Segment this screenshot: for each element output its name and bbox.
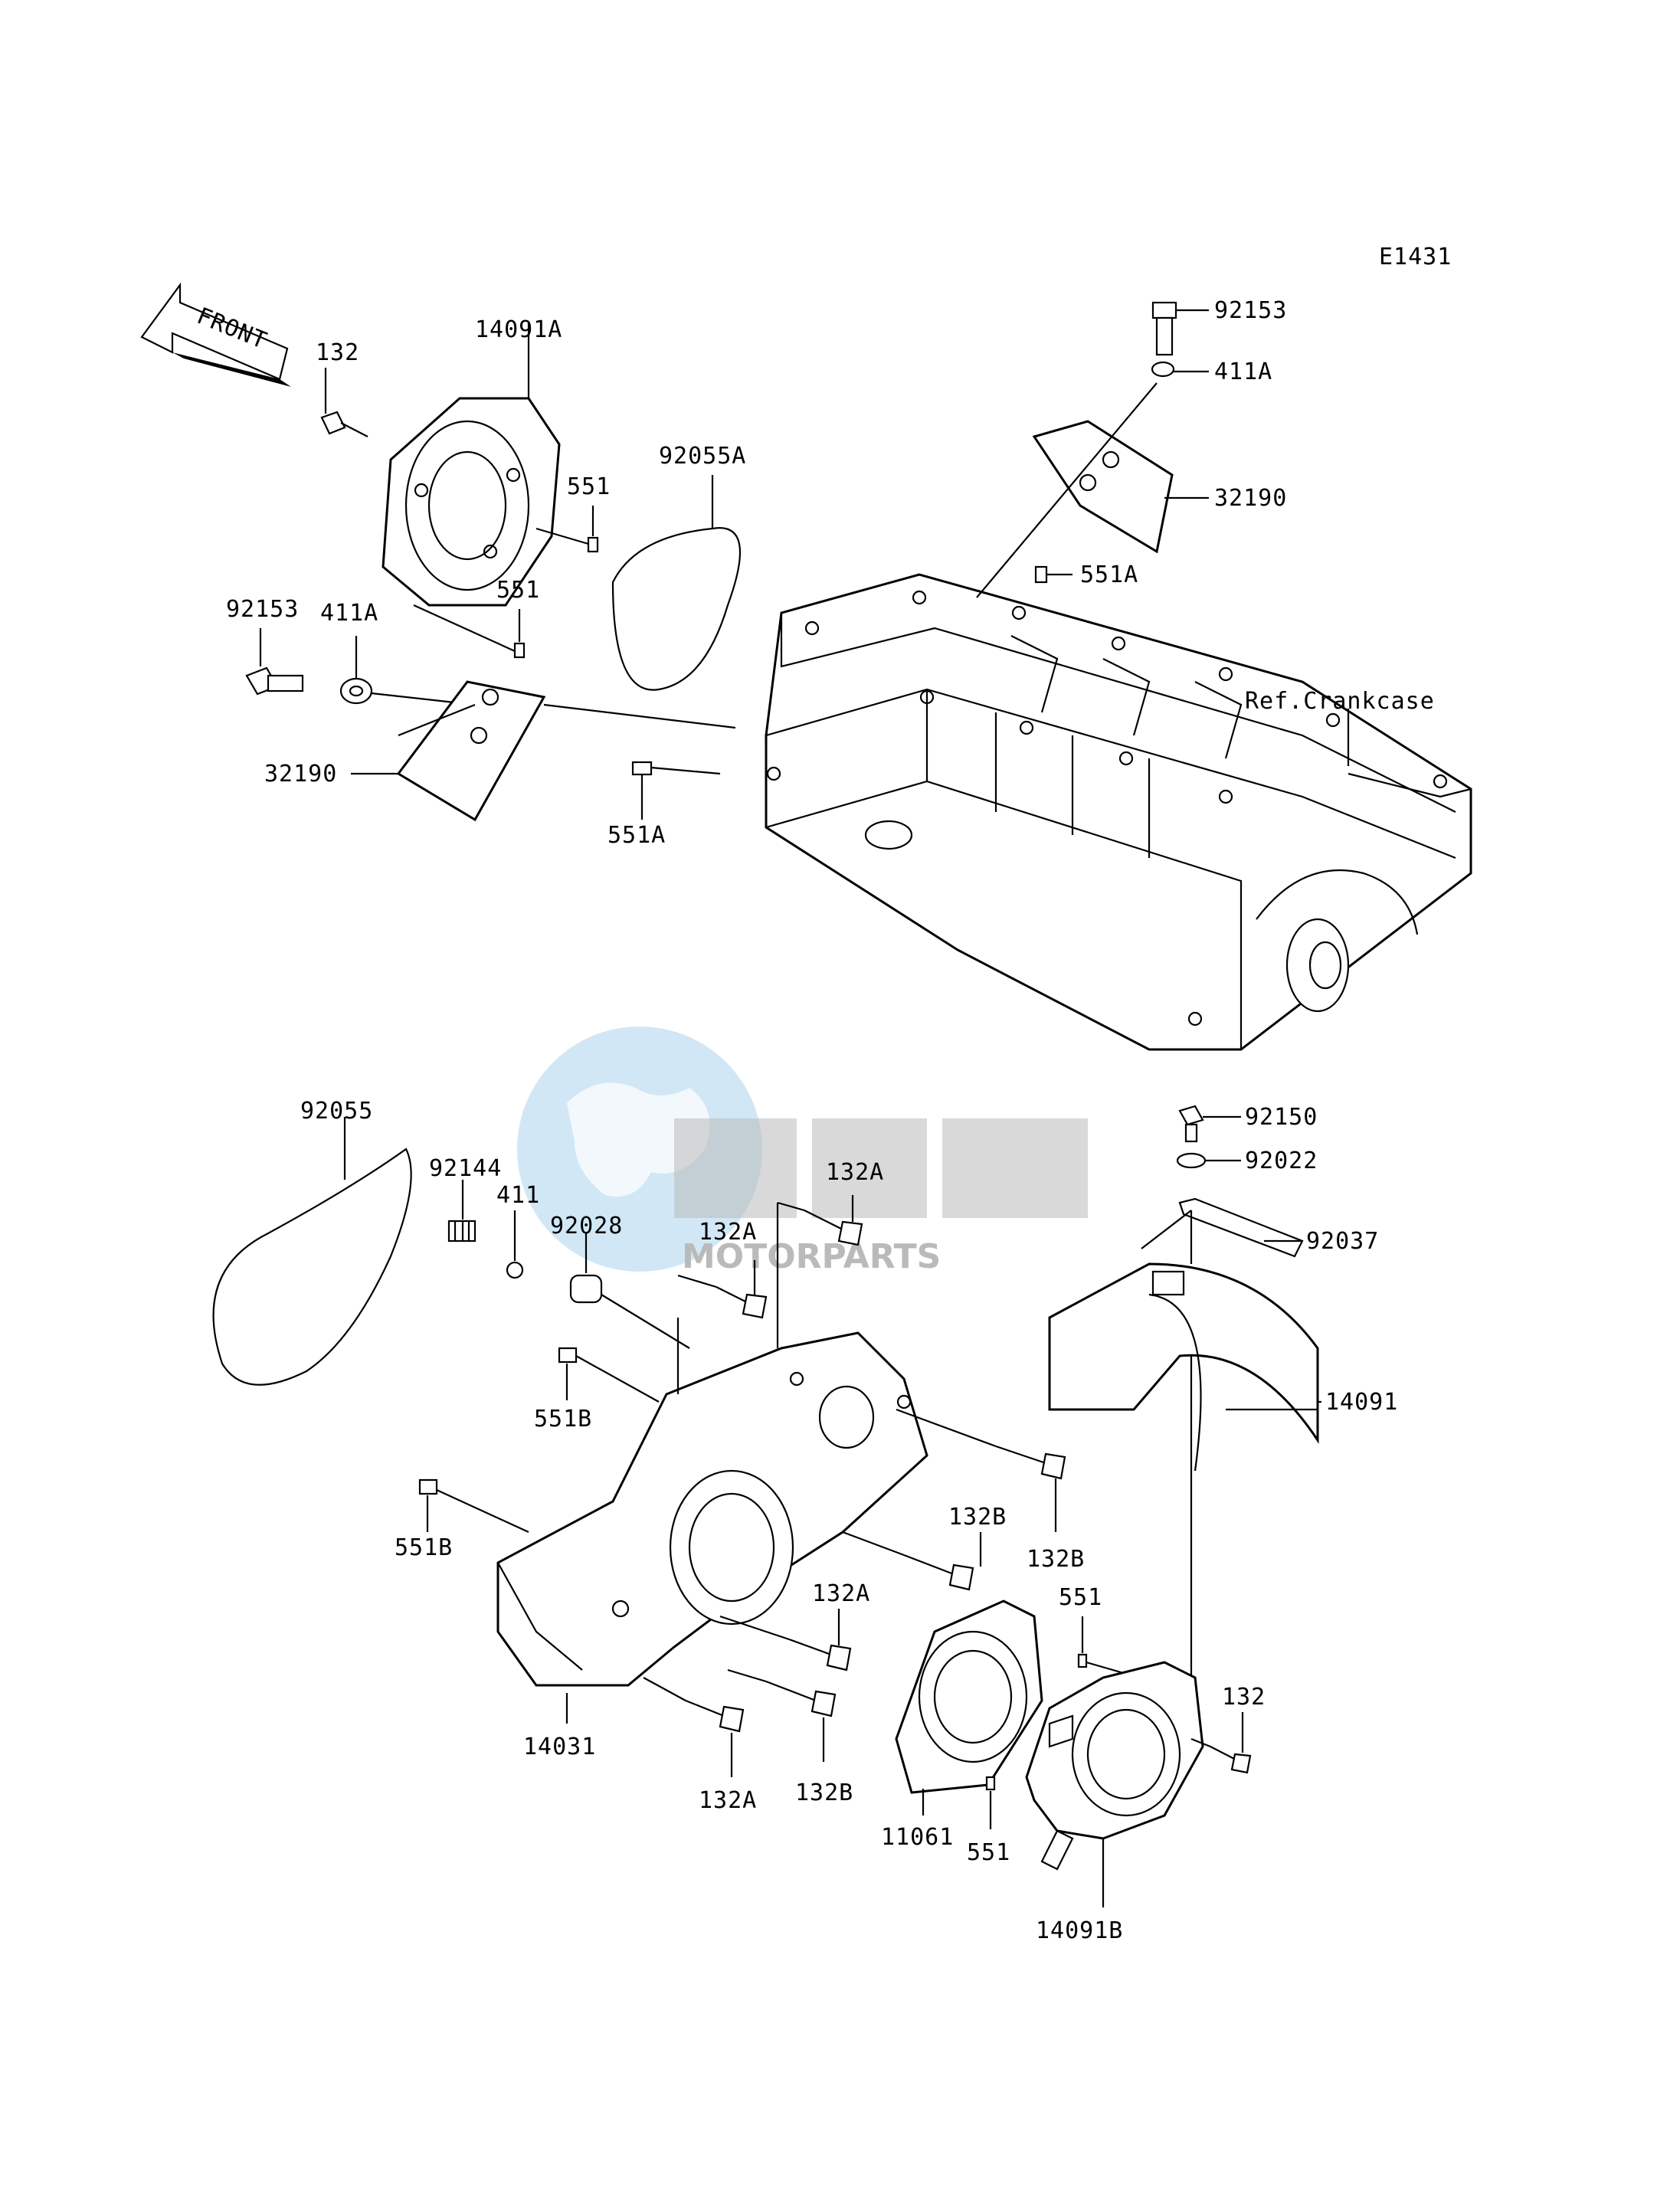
label-411A-top: 411A [1214,359,1272,385]
label-92144: 92144 [429,1155,502,1182]
pin-551A-mid-icon: 551A [607,761,721,849]
bolt-132A-a-icon: 132A [777,1159,884,1246]
washer-411A-top-icon: 411A [1151,359,1272,385]
label-132B-a: 132B [1027,1546,1085,1573]
crankcase-illustration [765,573,1472,1051]
pin-551-d-icon: 551 [967,1776,1010,1866]
cover-14031-illustration: 14031 [496,1203,928,1760]
bolt-92150-icon: 92150 [1178,1104,1318,1143]
bolt-132A-c-icon: 132A [719,1580,870,1671]
label-92055A: 92055A [659,443,746,470]
label-32190-left: 32190 [264,761,337,787]
bracket-32190-left-illustration: 32190 [264,680,736,822]
label-92037: 92037 [1306,1228,1379,1255]
bolt-132A-b-icon: 132A [677,1219,768,1319]
pin-551B-b-icon: 551B [395,1478,529,1561]
label-32190-top: 32190 [1214,485,1287,512]
washer-411-icon: 411 [496,1182,540,1279]
bolt-132B-c-icon: 132B [727,1668,853,1806]
cover-14091-illustration: 14091 [1048,1210,1398,1678]
label-551A-mid: 551A [607,822,666,849]
bolt-132A-d-icon: 132A [643,1677,757,1814]
bolt-132-icon: 132 [316,339,368,437]
spring-92144-icon: 92144 [429,1155,502,1243]
watermark-subtext: MOTORPARTS [682,1237,941,1276]
label-132A-b: 132A [699,1219,757,1246]
washer-92022-icon: 92022 [1176,1148,1318,1174]
oring-92055A-icon: 92055A [611,443,746,691]
label-411: 411 [496,1182,540,1209]
collar-92028-icon: 92028 [550,1213,690,1349]
watermark-logo: MOTORPARTS [517,1026,1088,1276]
label-92028: 92028 [550,1213,623,1239]
cover-14091A-illustration: 14091A [382,316,562,607]
label-11061: 11061 [881,1824,954,1851]
label-92153-top: 92153 [1214,297,1287,324]
label-ref-crankcase: Ref.Crankcase [1245,688,1435,715]
label-14091: 14091 [1325,1389,1398,1416]
reference-crankcase-pointer: Ref.Crankcase [1245,688,1435,766]
front-arrow-icon: FRONT [140,282,291,387]
pin-551B-a-icon: 551B [534,1347,660,1432]
label-14091B: 14091B [1036,1917,1123,1944]
pin-551A-top-icon: 551A [1034,562,1138,588]
cover-14091B-illustration: 14091B [1025,1661,1204,1944]
bracket-32190-top-illustration: 32190 [976,382,1287,598]
washer-411A-left-icon: 411A [320,600,476,706]
label-14091A: 14091A [475,316,562,343]
bolt-92153-left-icon: 92153 [226,596,304,696]
label-14031: 14031 [523,1734,596,1760]
diagram-code: E1431 [1379,244,1452,270]
label-92055: 92055 [300,1098,373,1125]
label-92150: 92150 [1245,1104,1318,1131]
bolt-132B-b-icon: 132B [842,1504,1007,1591]
label-411A-left: 411A [320,600,378,627]
pin-551-b-icon: 551 [413,577,540,659]
strap-92037-icon: 92037 [1178,1197,1379,1258]
label-92153-left: 92153 [226,596,299,623]
label-551B-b: 551B [395,1534,453,1561]
label-132A-d: 132A [699,1787,757,1814]
label-132-bottom: 132 [1222,1684,1266,1711]
label-551-b: 551 [496,577,540,604]
label-132B-c: 132B [795,1780,853,1806]
label-551B-a: 551B [534,1406,592,1432]
gasket-11061-illustration: 11061 [881,1599,1043,1851]
label-551-a: 551 [567,473,611,500]
label-132B-b: 132B [948,1504,1007,1531]
bolt-132-bottom-icon: 132 [1190,1684,1266,1774]
bolt-92153-top-icon: 92153 [1151,297,1287,356]
label-132-top: 132 [316,339,359,366]
oring-92055-icon: 92055 [212,1098,412,1386]
label-551-d: 551 [967,1839,1010,1866]
label-132A-c: 132A [812,1580,870,1607]
label-551-c: 551 [1059,1584,1102,1611]
label-132A-a: 132A [826,1159,884,1186]
pin-551-a-icon: 551 [535,473,611,553]
pin-551-c-icon: 551 [1059,1584,1127,1675]
label-92022: 92022 [1245,1148,1318,1174]
label-551A-top: 551A [1080,562,1138,588]
bolt-132B-a-icon: 132B [896,1408,1085,1573]
